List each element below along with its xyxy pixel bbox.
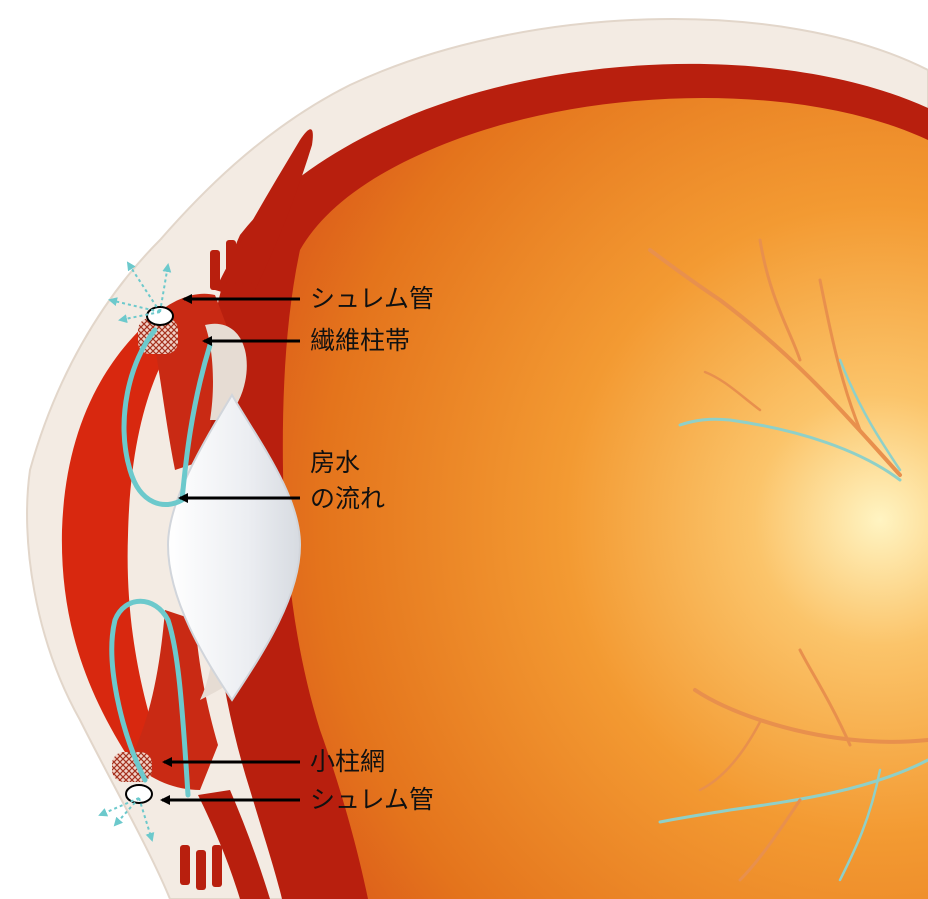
ciliary-fork-lower bbox=[180, 845, 222, 890]
label-trabecular-meshwork: 小柱網 bbox=[310, 744, 385, 780]
label-aqueous-flow: 房水 の流れ bbox=[310, 445, 385, 517]
label-schlemm-canal-bottom: シュレム管 bbox=[310, 782, 434, 818]
label-aqueous-flow-line2: の流れ bbox=[310, 481, 385, 517]
label-aqueous-flow-line1: 房水 bbox=[310, 445, 385, 481]
label-schlemm-canal-top: シュレム管 bbox=[310, 281, 434, 317]
label-zonule: 繊維柱帯 bbox=[310, 323, 410, 359]
